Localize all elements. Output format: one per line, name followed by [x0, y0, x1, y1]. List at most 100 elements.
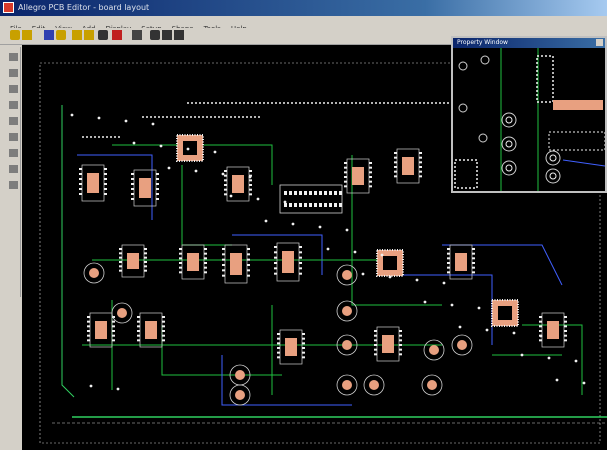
pin — [294, 191, 297, 195]
qfp-chip — [376, 249, 404, 277]
pin — [119, 261, 122, 263]
component-body — [139, 178, 151, 198]
pin — [419, 156, 422, 159]
pin — [144, 269, 147, 272]
pin — [137, 316, 140, 318]
pin — [374, 334, 377, 337]
header-outline — [279, 184, 343, 214]
pencil-icon[interactable] — [112, 30, 122, 40]
pin — [131, 193, 134, 195]
via — [458, 61, 468, 71]
zoom-in-icon[interactable] — [150, 30, 160, 40]
pin — [144, 261, 147, 263]
route-icon[interactable] — [9, 69, 18, 77]
pin — [249, 170, 252, 172]
pin — [247, 264, 250, 266]
pin — [564, 325, 567, 328]
component-outline — [451, 334, 473, 356]
pin — [87, 316, 90, 318]
save-icon[interactable] — [22, 30, 32, 40]
zoom-fit-icon[interactable] — [174, 30, 184, 40]
pin — [179, 248, 182, 250]
pin — [204, 257, 207, 260]
copy-icon[interactable] — [84, 30, 94, 40]
component-outline — [336, 374, 358, 396]
component-body — [187, 253, 199, 271]
pin — [299, 191, 302, 195]
pin — [309, 203, 312, 207]
round-component — [229, 384, 251, 406]
trace — [112, 144, 273, 185]
pin — [104, 188, 107, 190]
pcb-layout-view[interactable] — [22, 45, 607, 450]
pin — [344, 171, 347, 174]
component-outline — [421, 374, 443, 396]
via — [151, 122, 155, 126]
pin — [87, 320, 90, 323]
via-icon[interactable] — [9, 85, 18, 93]
trace — [77, 154, 153, 220]
measure-icon[interactable] — [9, 149, 18, 157]
pin — [399, 334, 402, 337]
pan-icon[interactable] — [9, 165, 18, 173]
pin — [302, 356, 305, 359]
zoom-out-icon[interactable] — [162, 30, 172, 40]
delete-icon[interactable] — [98, 30, 108, 40]
cut-icon[interactable] — [72, 30, 82, 40]
via — [485, 328, 489, 332]
pin — [294, 203, 297, 207]
pin — [344, 166, 347, 169]
pin — [104, 168, 107, 170]
pin — [247, 253, 250, 256]
component-outline — [423, 339, 445, 361]
rotate-icon[interactable] — [9, 117, 18, 125]
component-body — [369, 380, 379, 390]
pin — [564, 339, 567, 342]
via — [555, 378, 559, 382]
ic-component — [87, 312, 115, 348]
pin — [274, 272, 277, 275]
pin — [247, 258, 250, 261]
redo-icon[interactable] — [56, 30, 66, 40]
close-icon[interactable] — [596, 39, 603, 46]
place-icon[interactable] — [9, 181, 18, 189]
pin — [79, 188, 82, 190]
pin — [104, 193, 107, 195]
window-title: Allegro PCB Editor - board layout — [18, 3, 150, 12]
mirror-icon[interactable] — [9, 133, 18, 141]
pin — [374, 330, 377, 332]
pin — [204, 248, 207, 250]
pin — [222, 248, 225, 250]
pin — [112, 330, 115, 332]
pin — [222, 269, 225, 272]
undo-icon[interactable] — [44, 30, 54, 40]
pin — [179, 262, 182, 264]
open-icon[interactable] — [10, 30, 20, 40]
pin — [299, 256, 302, 259]
component-body — [89, 268, 99, 278]
round-component — [363, 374, 385, 396]
pin — [284, 203, 287, 207]
qfp-chip — [176, 134, 204, 162]
ic-component — [447, 244, 475, 280]
title-bar[interactable]: Allegro PCB Editor - board layout — [0, 0, 607, 16]
pin — [274, 262, 277, 264]
component-body — [145, 321, 157, 339]
via — [221, 172, 225, 176]
trace — [181, 165, 232, 246]
pin — [277, 351, 280, 354]
round-component — [421, 374, 443, 396]
pin — [289, 203, 292, 207]
component-body — [547, 321, 559, 339]
property-window[interactable]: Property Window — [451, 36, 607, 193]
via — [380, 253, 384, 257]
move-icon[interactable] — [9, 101, 18, 109]
select-icon[interactable] — [9, 53, 18, 61]
grid-icon[interactable] — [132, 30, 142, 40]
component-outline — [336, 300, 358, 322]
trace — [442, 244, 563, 286]
pin — [137, 334, 140, 337]
pin — [374, 339, 377, 342]
pin — [369, 171, 372, 174]
property-window-titlebar[interactable]: Property Window — [453, 38, 605, 48]
